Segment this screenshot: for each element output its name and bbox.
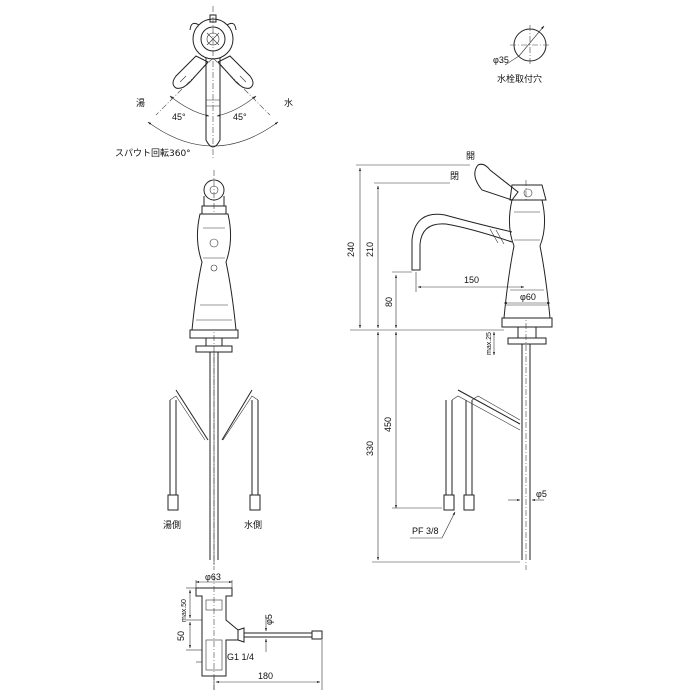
label-hole-caption: 水栓取付穴 <box>497 73 542 85</box>
label-open-lower: 閉 <box>450 171 459 182</box>
front-view: 湯側 水側 <box>163 170 262 570</box>
top-view: 湯 水 45° 45° スパウト回転360° <box>115 6 293 160</box>
dim-max50: max.50 <box>181 599 188 622</box>
dim-g14: G1 1/4 <box>227 652 254 662</box>
dim-50: 50 <box>176 631 186 641</box>
dim-phi60: φ60 <box>520 292 536 302</box>
dim-240: 240 <box>346 242 356 257</box>
dim-phi5-side: φ5 <box>536 489 547 499</box>
dim-80: 80 <box>384 297 394 307</box>
drain-view: φ63 max.50 50 φ5 G1 1/4 180 <box>176 572 323 690</box>
dim-max25: max.25 <box>486 332 493 355</box>
label-hole-diameter: φ35 <box>493 55 509 65</box>
label-angle-left: 45° <box>172 112 186 122</box>
label-angle-right: 45° <box>233 112 247 122</box>
dim-150: 150 <box>464 275 479 285</box>
side-view: 開 閉 240 210 150 80 φ60 max.25 450 330 <box>346 151 553 570</box>
label-cold: 水 <box>284 97 293 109</box>
label-cold-side: 水側 <box>244 519 262 531</box>
dim-450: 450 <box>383 417 393 432</box>
cold-handle-icon <box>217 55 254 89</box>
label-spout-rotation: スパウト回転360° <box>115 148 191 159</box>
hot-handle-icon <box>172 55 209 89</box>
dim-phi63: φ63 <box>205 572 221 582</box>
dim-phi5-bottom: φ5 <box>264 614 274 625</box>
dim-210: 210 <box>365 242 375 257</box>
mounting-hole: φ35 水栓取付穴 <box>493 25 550 85</box>
label-open-upper: 開 <box>466 151 475 162</box>
dim-330: 330 <box>365 441 375 456</box>
dim-180: 180 <box>258 671 273 681</box>
label-hot-side: 湯側 <box>163 519 181 531</box>
dim-pf38: PF 3/8 <box>412 526 439 536</box>
label-hot: 湯 <box>136 98 145 109</box>
